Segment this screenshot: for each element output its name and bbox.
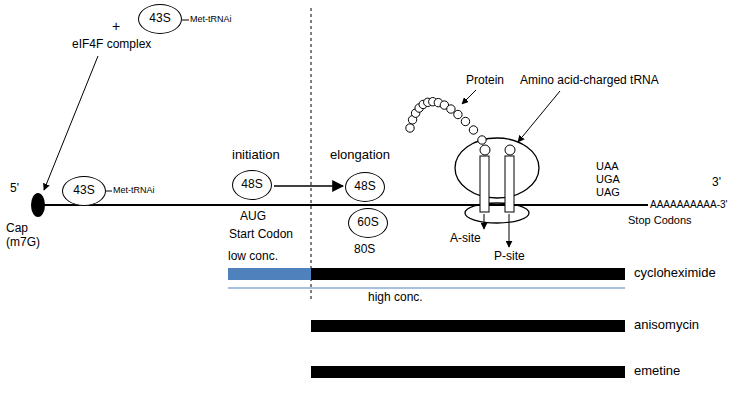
ribosome-subunit: 43S xyxy=(138,4,182,34)
mrna-strand xyxy=(40,204,648,206)
annotation-label: Start Codon xyxy=(229,228,293,242)
annotation-label: Amino acid-charged tRNA xyxy=(520,74,659,88)
annotation-label: cycloheximide xyxy=(634,266,716,281)
divider-line xyxy=(311,8,312,300)
annotation-label: low conc. xyxy=(228,250,278,264)
annotation-label: AUG xyxy=(240,210,266,224)
pointer-arrow xyxy=(44,56,98,190)
ribosome-outline xyxy=(455,138,539,198)
inhibitor-bar xyxy=(311,366,625,378)
annotation-label: UAG xyxy=(596,186,620,199)
annotation-label: P-site xyxy=(494,250,525,264)
annotation-label: Met-tRNAi xyxy=(113,185,155,195)
process-arrow xyxy=(274,185,343,187)
protein-bead xyxy=(469,126,477,134)
annotation-label: high conc. xyxy=(368,291,423,305)
protein-bead xyxy=(478,136,486,144)
subunit-label: 43S xyxy=(73,184,94,198)
inhibitor-bar xyxy=(311,320,625,332)
annotation-label: anisomycin xyxy=(634,318,699,333)
protein-bead xyxy=(454,110,462,118)
annotation-label: A-site xyxy=(450,232,481,246)
annotation-label: UGA xyxy=(596,173,620,186)
protein-bead xyxy=(406,124,414,132)
pointer-arrow xyxy=(484,214,485,229)
protein-bead xyxy=(447,105,455,113)
amino-acid xyxy=(505,145,515,155)
subunit-label: 48S xyxy=(354,180,375,194)
leader-line xyxy=(106,191,112,192)
cap-symbol xyxy=(31,193,45,217)
annotation-label: emetine xyxy=(634,364,680,379)
trna-symbol xyxy=(505,156,514,212)
protein-bead xyxy=(461,117,469,125)
annotation-label: 5' xyxy=(10,182,19,196)
trna-symbol xyxy=(480,156,489,212)
annotation-label: + xyxy=(112,18,120,34)
subunit-label: 60S xyxy=(357,216,378,230)
inhibitor-bar xyxy=(311,268,625,280)
annotation-label: Stop Codons xyxy=(628,214,692,227)
range-line xyxy=(228,288,625,289)
annotation-label: elongation xyxy=(330,148,390,163)
annotation-label: initiation xyxy=(232,148,280,163)
amino-acid xyxy=(480,145,490,155)
low-conc-bar xyxy=(228,268,311,280)
pointer-arrow xyxy=(509,214,510,247)
ribosome-subunit: 60S xyxy=(348,208,388,238)
protein-chain xyxy=(406,98,486,145)
pointer-arrow xyxy=(462,90,476,104)
subunit-label: 43S xyxy=(149,12,170,26)
pointer-arrow xyxy=(518,91,560,142)
ribosome-subunit: 43S xyxy=(62,176,106,206)
annotation-label: UAA xyxy=(596,160,619,173)
ribosome-subunit: 48S xyxy=(345,172,385,202)
annotation-label: Protein xyxy=(466,74,504,88)
annotation-label: 80S xyxy=(354,243,375,257)
leader-line xyxy=(182,20,189,21)
annotation-label: eIF4F complex xyxy=(72,38,151,52)
ribosome-subunit: 48S xyxy=(232,170,272,200)
annotation-label: Met-tRNAi xyxy=(190,14,232,24)
annotation-label: Cap (m7G) xyxy=(6,222,50,250)
ribosome-outline xyxy=(465,203,529,223)
subunit-label: 48S xyxy=(241,178,262,192)
annotation-label: 3' xyxy=(712,176,721,190)
annotation-label: AAAAAAAAAA-3' xyxy=(650,199,728,211)
